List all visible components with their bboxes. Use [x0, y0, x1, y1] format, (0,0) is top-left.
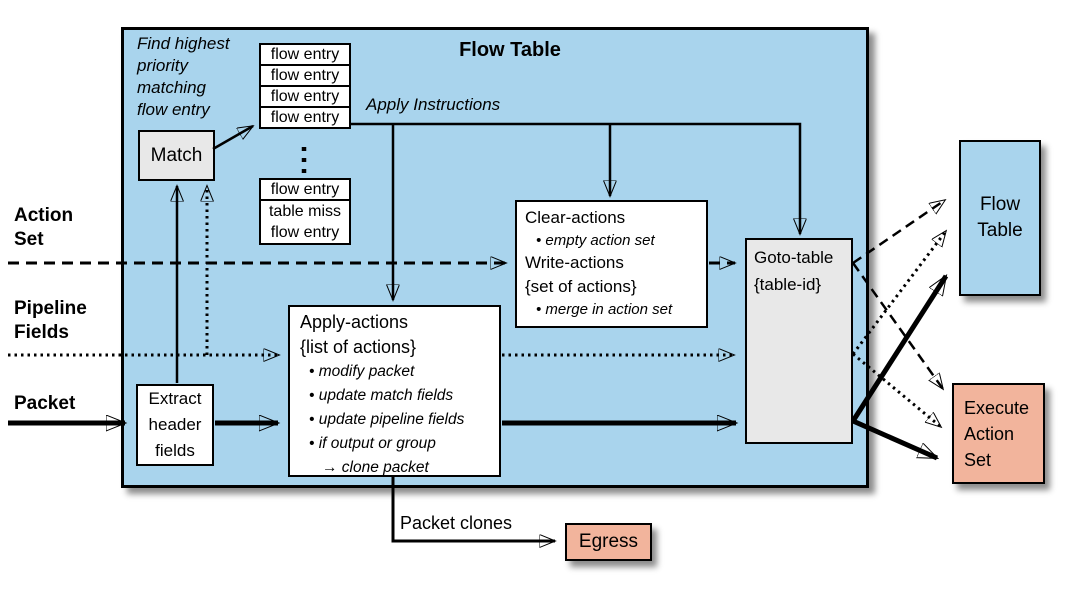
flow-entry-stack-bottom: flow entry table miss flow entry: [259, 178, 351, 245]
table-miss-line: table miss: [268, 203, 342, 220]
egress-box: Egress: [565, 523, 652, 561]
table-miss-flow-entry-row: table miss flow entry: [259, 199, 351, 245]
execute-action-set-box: Execute Action Set: [952, 383, 1045, 484]
next-flow-table-line: Flow: [979, 194, 1021, 215]
action-set-label: Action Set: [14, 204, 73, 252]
extract-line: header: [148, 415, 202, 434]
pipeline-fields-line: Pipeline: [14, 298, 87, 319]
flow-entry-stack-top: flow entry flow entry flow entry flow en…: [259, 43, 351, 129]
goto-table-title: Goto-table: [754, 248, 834, 267]
match-box: Match: [138, 130, 215, 181]
execute-line: Action: [964, 423, 1015, 444]
note-line: matching: [137, 78, 206, 97]
goto-table-braces: {table-id}: [754, 275, 822, 294]
apply-actions-bullet: • if output or group: [309, 435, 436, 452]
flow-entry-row: flow entry: [259, 106, 351, 129]
pipeline-fields-line: Fields: [14, 322, 69, 343]
apply-actions-bullet: • update match fields: [309, 387, 454, 404]
write-actions-title: Write-actions: [525, 253, 624, 272]
flow-table-title: Flow Table: [459, 39, 561, 61]
apply-actions-braces: {list of actions}: [300, 337, 417, 357]
action-set-line: Set: [14, 229, 44, 250]
next-flow-table-box: Flow Table: [959, 140, 1041, 296]
clear-write-actions-box: Clear-actions • empty action set Write-a…: [515, 200, 708, 328]
note-line: Find highest: [137, 34, 230, 53]
note-line: priority: [137, 56, 189, 75]
packet-label: Packet: [14, 393, 76, 414]
apply-actions-bullet: • modify packet: [309, 363, 415, 380]
action-set-line: Action: [14, 205, 74, 226]
flow-entry-row: flow entry: [259, 85, 351, 108]
pipeline-fields-label: Pipeline Fields: [14, 297, 87, 345]
extract-line: fields: [155, 441, 195, 460]
apply-actions-bullet: • update pipeline fields: [309, 411, 465, 428]
next-flow-table-line: Table: [977, 220, 1023, 241]
table-miss-line: flow entry: [270, 224, 340, 241]
apply-instructions-label: Apply Instructions: [366, 95, 501, 114]
note-line: flow entry: [137, 100, 210, 119]
apply-actions-box: Apply-actions {list of actions} • modify…: [288, 305, 501, 477]
apply-actions-clone-line: → clone packet: [322, 459, 429, 476]
clear-actions-title: Clear-actions: [525, 208, 626, 227]
write-actions-braces: {set of actions}: [525, 277, 637, 296]
write-actions-bullet: • merge in action set: [536, 301, 673, 318]
extract-line: Extract: [148, 389, 202, 408]
flow-entry-row: flow entry: [259, 178, 351, 201]
apply-actions-title: Apply-actions: [300, 312, 409, 332]
packet-clones-label: Packet clones: [400, 513, 513, 533]
flow-entry-row: flow entry: [259, 64, 351, 87]
goto-table-box: Goto-table {table-id}: [745, 238, 853, 444]
execute-line: Execute: [964, 397, 1030, 418]
flow-entry-row: flow entry: [259, 43, 351, 66]
clear-actions-bullet: • empty action set: [536, 232, 655, 249]
execute-line: Set: [964, 449, 992, 470]
find-highest-note: Find highest priority matching flow entr…: [137, 33, 267, 121]
extract-header-fields-box: Extract header fields: [136, 384, 214, 466]
